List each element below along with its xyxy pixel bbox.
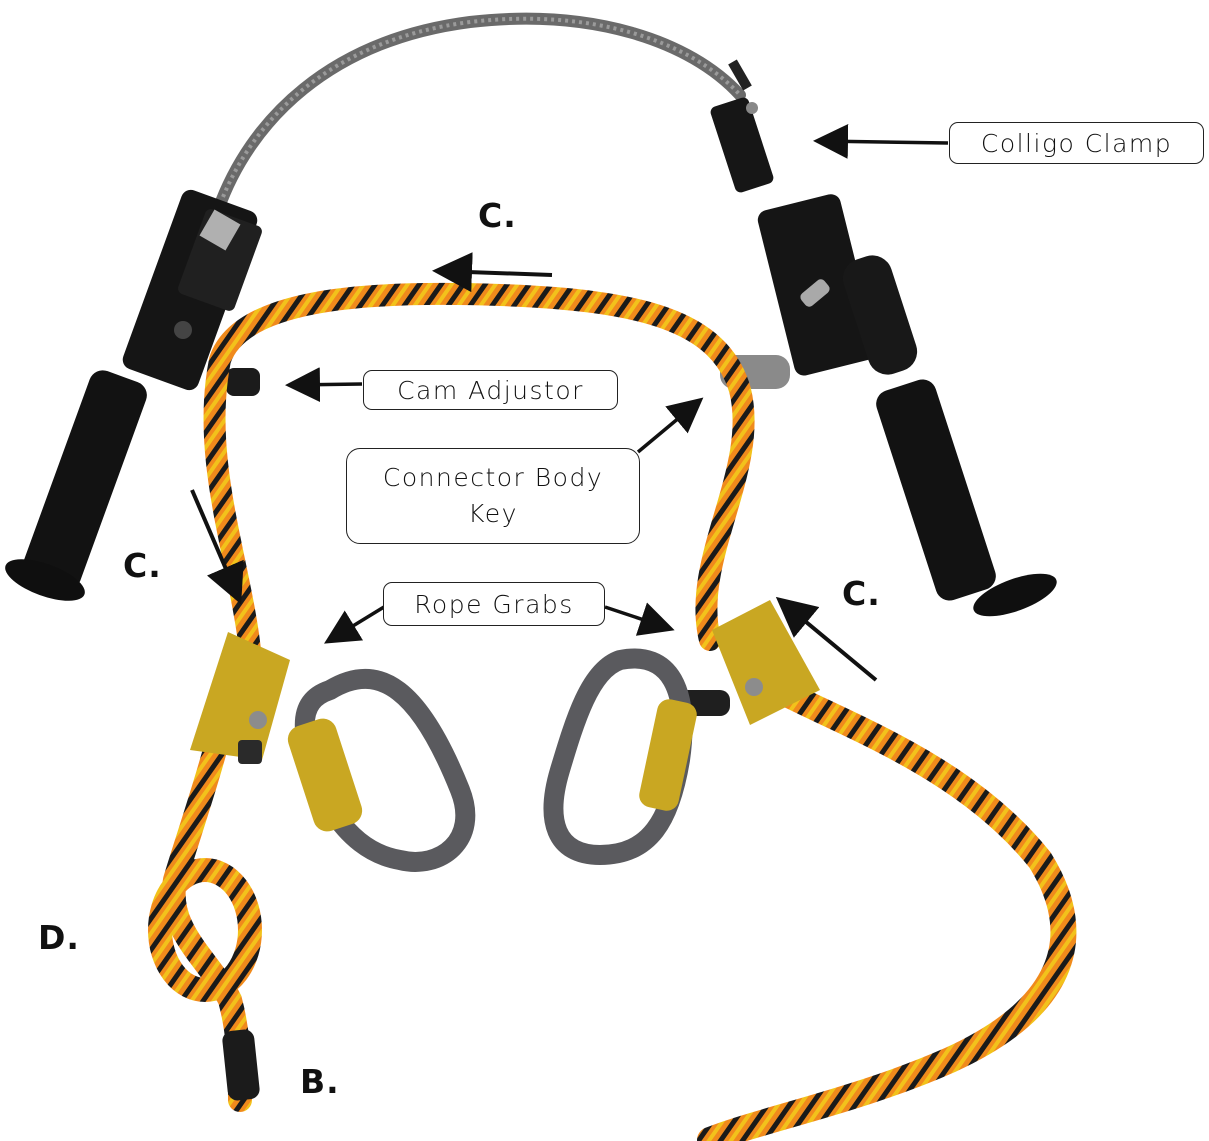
- marker-c-left: C.: [123, 546, 162, 585]
- callout-connector-body-key: Connector Body Key: [346, 448, 640, 544]
- bungee-cable: [218, 19, 740, 210]
- rope-end: [221, 1029, 260, 1102]
- arrow-connector-body-key: [638, 402, 698, 452]
- callout-rope-grabs-text: Rope Grabs: [414, 590, 574, 619]
- callout-cam-adjustor-text: Cam Adjustor: [397, 376, 584, 405]
- marker-d: D.: [38, 918, 80, 957]
- right-carabiner: [553, 658, 698, 855]
- callout-cam-adjustor: Cam Adjustor: [363, 370, 618, 410]
- arrow-rope-grab-left: [330, 607, 384, 640]
- marker-b: B.: [300, 1062, 340, 1101]
- left-carabiner: [284, 679, 465, 862]
- marker-c-right: C.: [842, 574, 881, 613]
- right-handle: [720, 192, 1062, 625]
- left-rope-grab: [190, 632, 290, 764]
- arrow-cam-adjustor: [292, 384, 362, 385]
- callout-connector-body-key-line2: Key: [468, 496, 518, 532]
- arrow-colligo-clamp: [820, 141, 948, 143]
- marker-c-top: C.: [478, 196, 517, 235]
- callout-connector-body-key-line1: Connector Body: [383, 460, 603, 496]
- callout-colligo-clamp-text: Colligo Clamp: [981, 129, 1172, 158]
- callout-rope-grabs: Rope Grabs: [383, 582, 605, 626]
- callout-colligo-clamp: Colligo Clamp: [949, 122, 1204, 164]
- rope-tail-right: [710, 680, 1063, 1140]
- arrow-rope-grab-right: [605, 607, 668, 628]
- direction-arrow-top: [440, 271, 552, 275]
